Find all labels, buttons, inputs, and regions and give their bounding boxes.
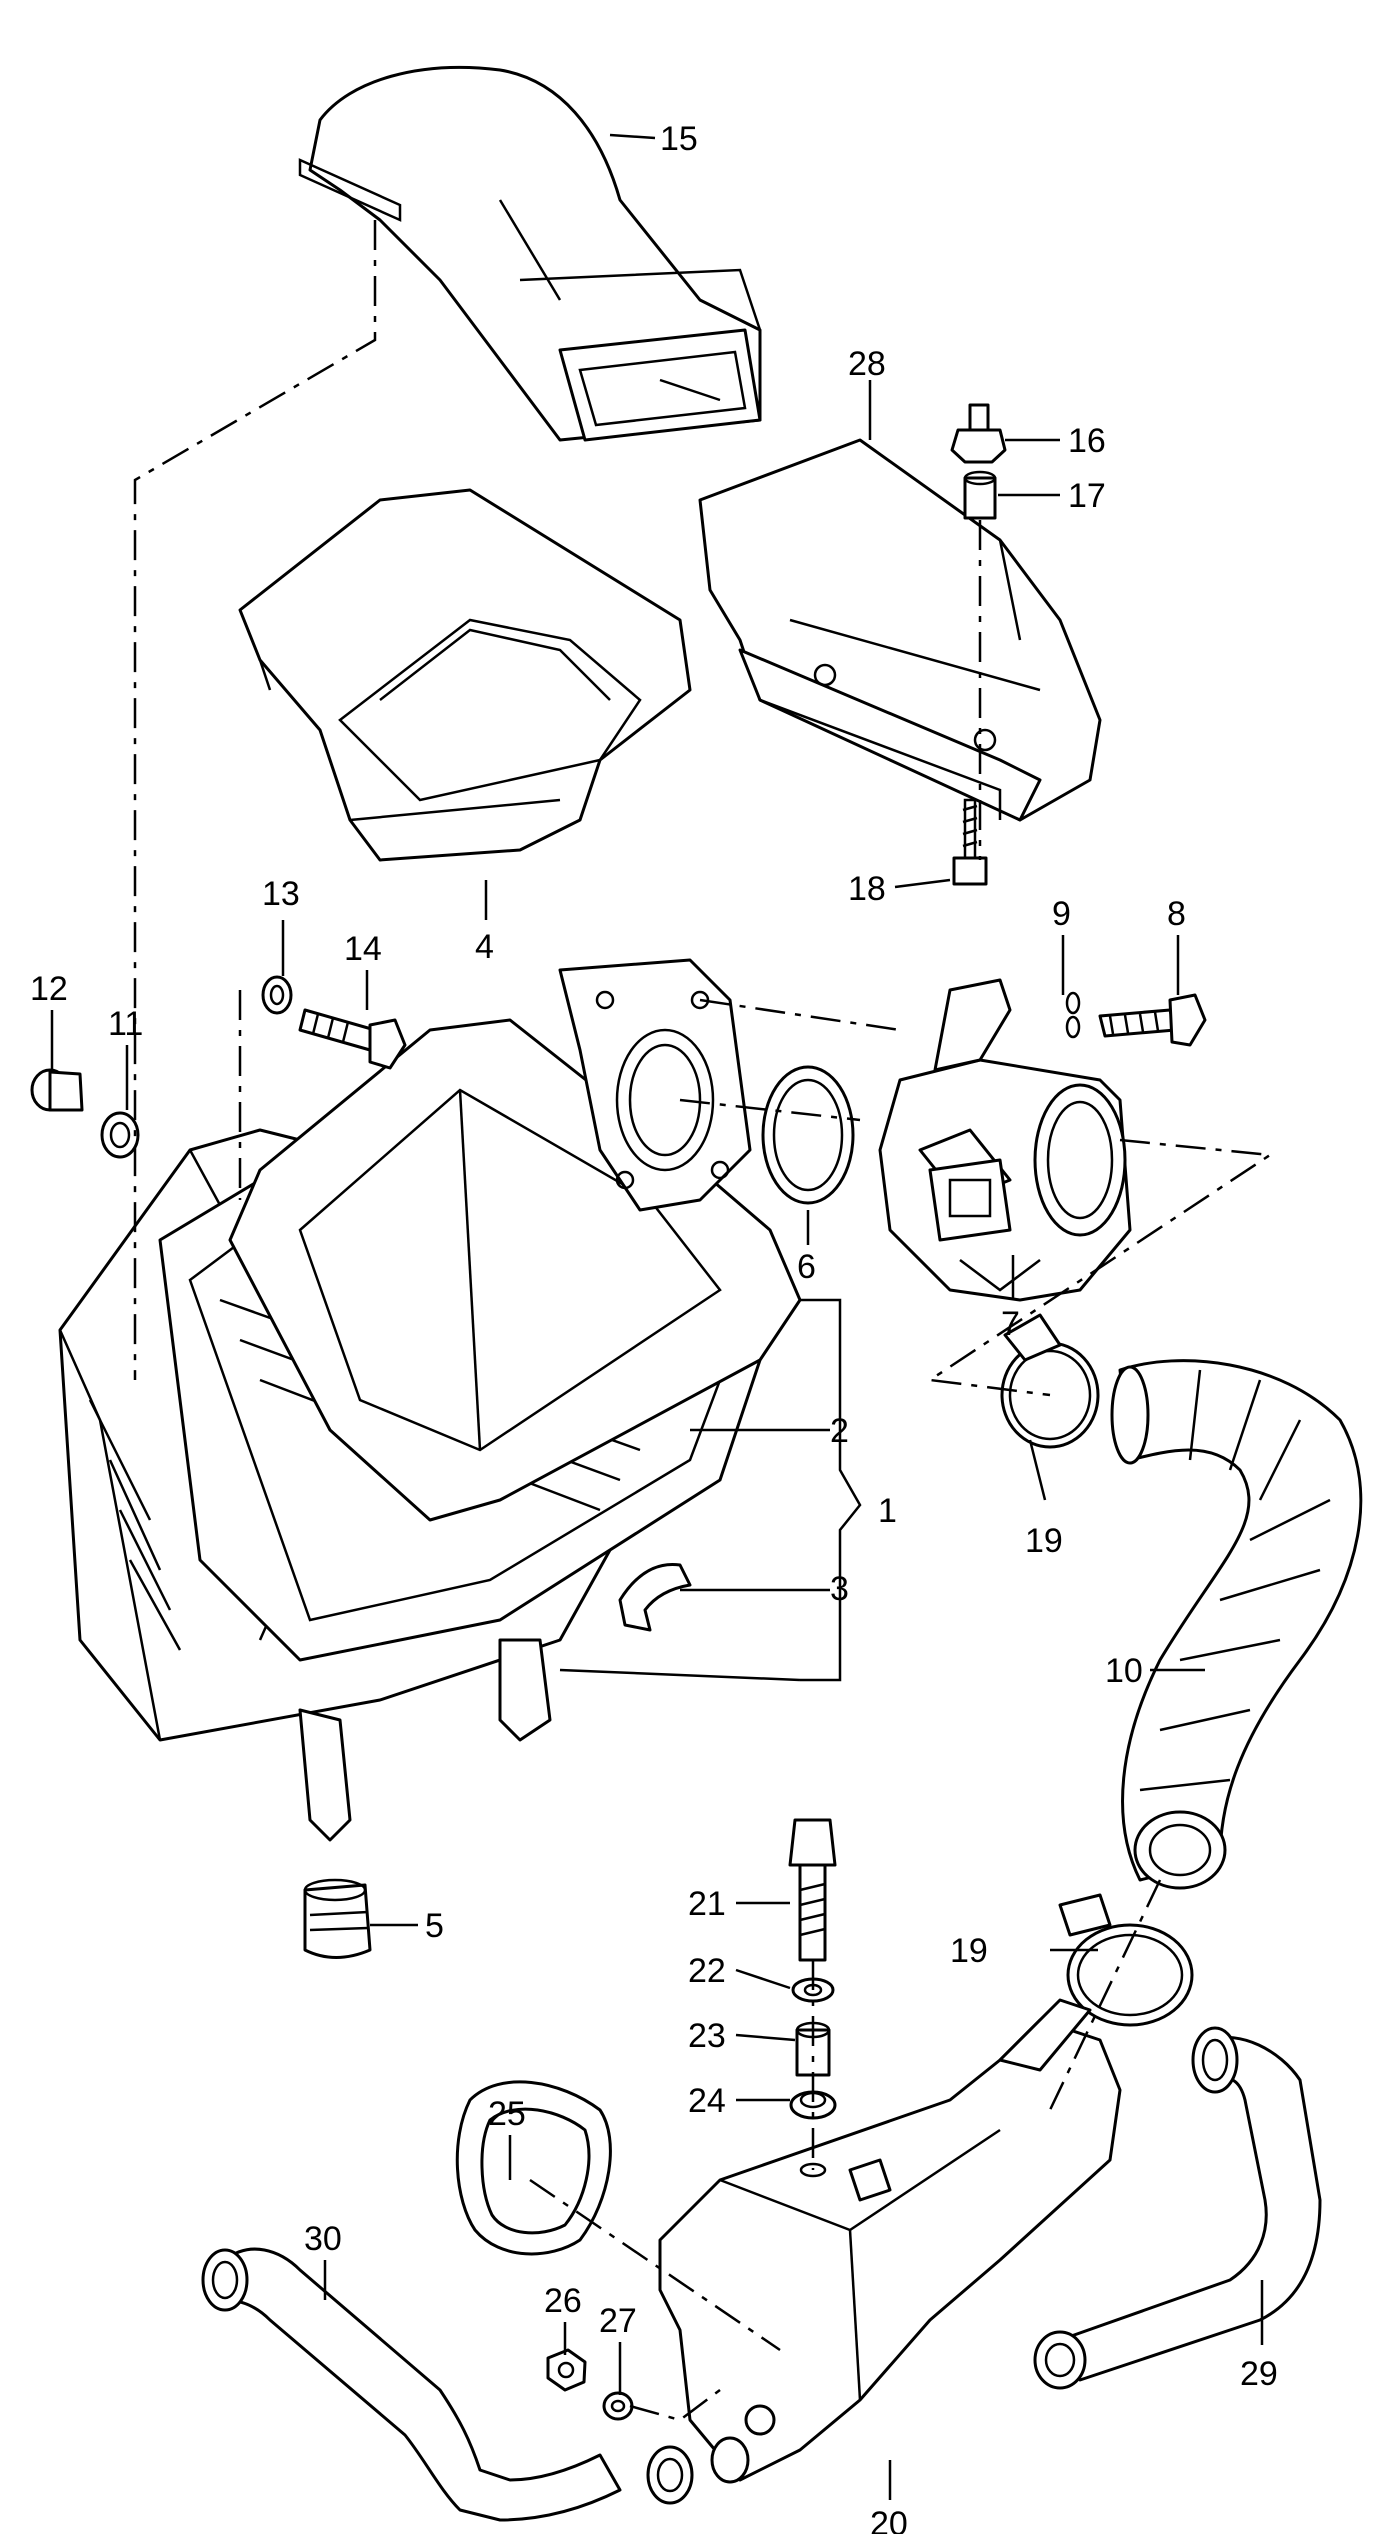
part-27-washer [602,2391,634,2421]
callout-9: 9 [1052,895,1071,933]
part-29-hose [1033,2026,1322,2390]
callout-8: 8 [1167,895,1186,933]
part-4-cover [238,488,692,862]
callout-21: 21 [688,1885,726,1923]
part-30-hose [201,2247,694,2522]
part-5-rubber-mount [303,1878,372,1959]
part-10-intake-hose [1110,1359,1363,1890]
callout-6: 6 [797,1248,816,1286]
part-28-air-duct [698,438,1102,822]
part-16-fitting [950,403,1007,464]
part-3-clip [618,1562,692,1632]
callout-30: 30 [304,2220,342,2258]
callout-15: 15 [660,120,698,158]
callout-27: 27 [599,2302,637,2340]
callout-1: 1 [878,1492,897,1530]
callout-22: 22 [688,1952,726,1990]
callout-18: 18 [848,870,886,908]
part-8-bolt [1098,993,1207,1047]
callout-25: 25 [488,2095,526,2133]
part-20-resonator [658,1998,1122,2484]
callout-26: 26 [544,2282,582,2320]
callout-19-upper: 19 [1025,1522,1063,1560]
assembly-guide-lines [133,220,1274,2422]
callout-19-lower: 19 [950,1932,988,1970]
part-6-o-ring [761,1065,855,1205]
part-21-bolt [788,1818,837,1962]
callout-12: 12 [30,970,68,1008]
leader-lines [50,133,1264,2500]
callout-10: 10 [1105,1652,1143,1690]
callout-28: 28 [848,345,886,383]
callout-7: 7 [1001,1305,1020,1343]
callout-labels: 15 16 17 28 18 9 8 4 13 14 12 11 6 7 2 1… [30,120,1278,2539]
callout-2: 2 [830,1412,849,1450]
callout-24: 24 [688,2082,726,2120]
part-7-air-mass-meter [878,978,1132,1302]
part-19-hose-clamp-lower [1058,1893,1194,2027]
callout-3: 3 [830,1570,849,1608]
part-14-bolt [298,1008,407,1070]
part-1-air-filter-housing [58,958,802,1842]
part-13-washer [261,975,293,1015]
part-17-spacer [963,470,997,520]
callout-14: 14 [344,930,382,968]
callout-5: 5 [425,1907,444,1945]
callout-20: 20 [870,2505,908,2534]
callout-23: 23 [688,2017,726,2055]
part-11-washer [100,1111,140,1159]
callout-4: 4 [475,928,494,966]
part-9-washer [1065,991,1081,1039]
callout-13: 13 [262,875,300,913]
part-15-intake-duct [298,66,762,442]
callout-17: 17 [1068,477,1106,515]
part-18-screw [952,798,988,886]
callout-16: 16 [1068,422,1106,460]
part-12-grommet [30,1068,84,1112]
callout-11: 11 [108,1005,143,1043]
callout-29: 29 [1240,2355,1278,2393]
part-26-nut [546,2348,587,2392]
part-25-gasket [455,2080,612,2256]
